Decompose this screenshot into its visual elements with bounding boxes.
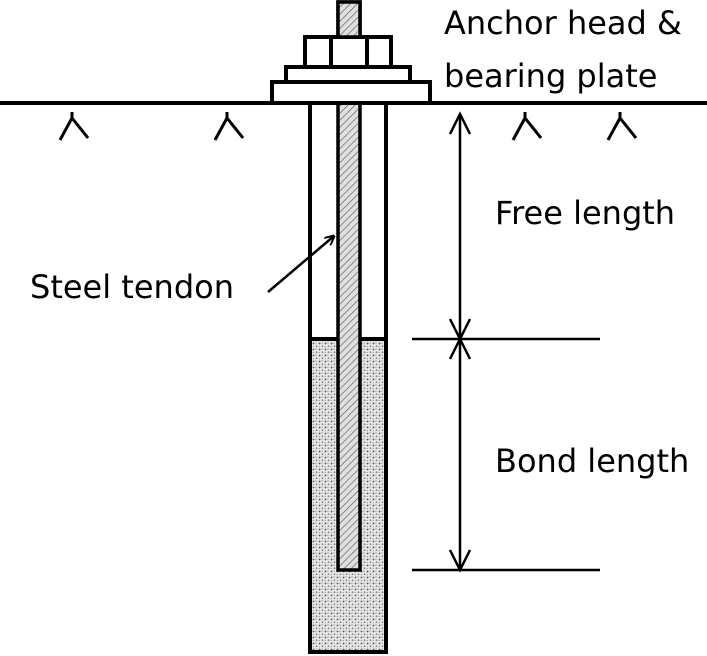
ground-hatch-mark xyxy=(213,112,245,141)
steel-tendon-label: Steel tendon xyxy=(30,268,234,306)
ground-hatch-symbols xyxy=(58,112,638,141)
ground-hatch-mark xyxy=(606,112,638,141)
bond-length-arrow-bottom xyxy=(448,549,472,573)
plate-step-2 xyxy=(284,65,412,84)
ground-hatch-mark xyxy=(58,112,90,141)
free-length-label: Free length xyxy=(495,194,675,232)
bond-length-arrow-top xyxy=(448,336,472,360)
tendon-protrusion xyxy=(336,0,362,39)
anchor-nut xyxy=(329,35,369,69)
steel-tendon-leader xyxy=(267,236,334,293)
bond-length-label: Bond length xyxy=(495,442,689,480)
anchor-head-label-line1: Anchor head & xyxy=(444,4,682,42)
anchor-head-label-line2: bearing plate xyxy=(444,57,657,95)
ground-hatch-mark xyxy=(511,112,543,141)
free-length-arrow-top xyxy=(448,111,472,135)
bearing-plate xyxy=(270,80,432,105)
anchor-head xyxy=(270,35,432,105)
